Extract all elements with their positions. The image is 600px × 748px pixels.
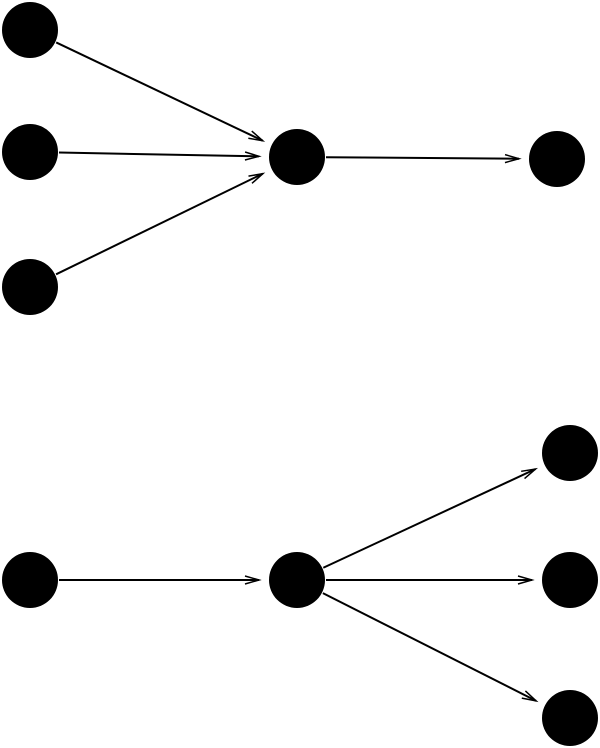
edge-a3-b (55, 172, 266, 276)
edge-e-f1 (322, 467, 539, 569)
node-d (2, 552, 58, 608)
node-c (529, 131, 585, 187)
node-a2 (2, 124, 58, 180)
arrowhead (517, 575, 535, 585)
arrowhead (248, 172, 266, 184)
node-f2 (542, 552, 598, 608)
edge-a1-b (55, 41, 266, 142)
arrowhead (504, 153, 522, 164)
edge-b-c (325, 153, 522, 164)
node-e (269, 552, 325, 608)
arrowhead (521, 467, 539, 480)
node-f1 (542, 425, 598, 481)
arrowhead (244, 151, 262, 161)
node-a1 (2, 2, 58, 58)
edge-a2-b (58, 151, 262, 161)
diagram-fan-out (2, 425, 598, 746)
node-f3 (542, 690, 598, 746)
diagram-fan-in (2, 2, 585, 315)
edge-d-e (59, 575, 262, 585)
arrowhead (248, 130, 266, 142)
edge-e-f2 (326, 575, 535, 585)
node-b (269, 129, 325, 185)
edge-e-f3 (322, 592, 539, 703)
arrowhead (244, 575, 262, 585)
node-a3 (2, 259, 58, 315)
arrowhead (521, 690, 539, 703)
